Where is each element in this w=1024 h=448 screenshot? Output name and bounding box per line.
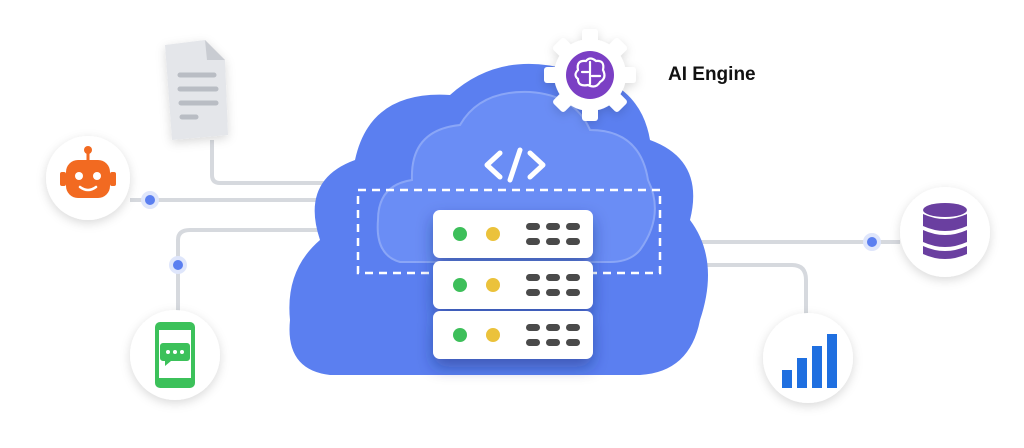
robot-node xyxy=(46,136,130,220)
database-node xyxy=(900,187,990,277)
server-vents xyxy=(526,223,580,346)
ai-engine-label: AI Engine xyxy=(668,64,756,85)
database-icon xyxy=(923,203,967,259)
code-icon xyxy=(484,147,546,183)
bar-chart-icon xyxy=(782,334,837,388)
brain-icon xyxy=(566,51,614,99)
server-unit xyxy=(433,311,593,359)
connector-dot xyxy=(141,191,159,209)
server-unit xyxy=(433,261,593,309)
document-icon xyxy=(165,40,228,140)
connector-dot xyxy=(863,233,881,251)
robot-icon xyxy=(60,146,116,198)
phone-connector xyxy=(176,228,395,325)
phone-node xyxy=(130,310,220,400)
document-connector xyxy=(210,140,395,185)
connector-dots xyxy=(141,191,881,274)
server-stack xyxy=(433,210,593,359)
server-unit xyxy=(433,210,593,258)
phone-chat-icon xyxy=(155,322,195,388)
connector-dot xyxy=(169,256,187,274)
analytics-node xyxy=(763,313,853,403)
chart-connector xyxy=(595,263,808,318)
